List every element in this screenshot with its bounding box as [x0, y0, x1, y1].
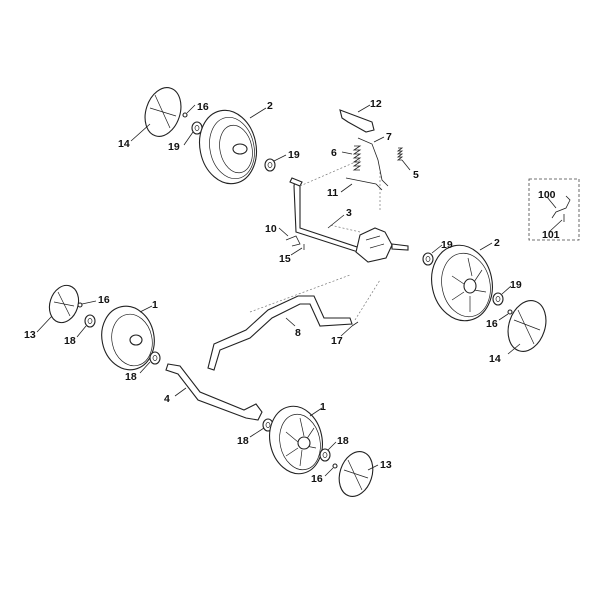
- callout-labels: 14 16 19 2 19 12 7 6 5 11 3 10 15 100 10…: [24, 98, 560, 485]
- adjust-lever-8: [207, 295, 353, 371]
- axle-rod: [289, 177, 409, 263]
- callout-19-right-outer: 19: [510, 279, 522, 291]
- rod-10: [285, 235, 301, 247]
- nut-right-inner: [422, 252, 434, 266]
- callout-2-right: 2: [494, 237, 500, 249]
- nut-right-outer: [492, 292, 504, 306]
- callout-13-left: 13: [24, 329, 36, 341]
- callout-3: 3: [346, 207, 352, 219]
- pin-17: [351, 321, 359, 327]
- washer-left: [77, 302, 83, 308]
- nut-bottom-outer: [319, 448, 331, 462]
- leader-lines: [36, 104, 563, 477]
- callout-101: 101: [542, 229, 560, 241]
- callout-18-bottom-outer: 18: [337, 435, 349, 447]
- callout-100: 100: [538, 189, 556, 201]
- callout-19-right: 19: [441, 239, 453, 251]
- bracket-12: [339, 109, 375, 133]
- wheel-bottom: [269, 405, 323, 475]
- callout-16-top: 16: [197, 101, 209, 113]
- callout-16-bottom: 16: [311, 473, 323, 485]
- clip-11: [345, 177, 383, 191]
- callout-4: 4: [164, 393, 170, 405]
- callout-19-mid: 19: [288, 149, 300, 161]
- nut-mid: [264, 158, 276, 172]
- callout-5: 5: [413, 169, 419, 181]
- callout-18-bottom: 18: [237, 435, 249, 447]
- callout-19-top: 19: [168, 141, 180, 153]
- hubcap-top-left: [144, 87, 182, 137]
- hubcap-right: [507, 300, 547, 352]
- spring-5: [396, 147, 404, 161]
- callout-1-left: 1: [152, 299, 158, 311]
- washer-top-left: [182, 112, 188, 118]
- callout-14-right: 14: [489, 353, 501, 365]
- callout-18-left: 18: [64, 335, 76, 347]
- washer-bottom: [332, 463, 338, 469]
- hubcap-bottom: [338, 451, 374, 497]
- wheel-right: [431, 244, 493, 322]
- callout-10: 10: [265, 223, 277, 235]
- callout-11: 11: [327, 187, 338, 199]
- callout-18-left-inner: 18: [125, 371, 137, 383]
- hubcap-left: [48, 284, 80, 324]
- callout-1-bottom: 1: [320, 401, 326, 413]
- washer-right: [507, 309, 513, 315]
- callout-2-top: 2: [267, 100, 273, 112]
- nut-left: [84, 314, 96, 328]
- callout-15: 15: [279, 253, 291, 265]
- callout-17: 17: [331, 335, 343, 347]
- wheel-top-left: [199, 109, 257, 185]
- front-axle-4: [165, 363, 263, 421]
- callout-12: 12: [370, 98, 382, 110]
- nut-left-inner: [149, 351, 161, 365]
- callout-6: 6: [331, 147, 337, 159]
- inset-box: [528, 178, 580, 241]
- callout-8: 8: [295, 327, 301, 339]
- callout-13-bottom: 13: [380, 459, 392, 471]
- callout-16-left: 16: [98, 294, 110, 306]
- callout-16-right: 16: [486, 318, 498, 330]
- callout-7: 7: [386, 131, 392, 143]
- rod-7: [357, 137, 389, 187]
- callout-14-top: 14: [118, 138, 130, 150]
- wheel-left: [101, 305, 155, 371]
- spring-6: [352, 145, 362, 171]
